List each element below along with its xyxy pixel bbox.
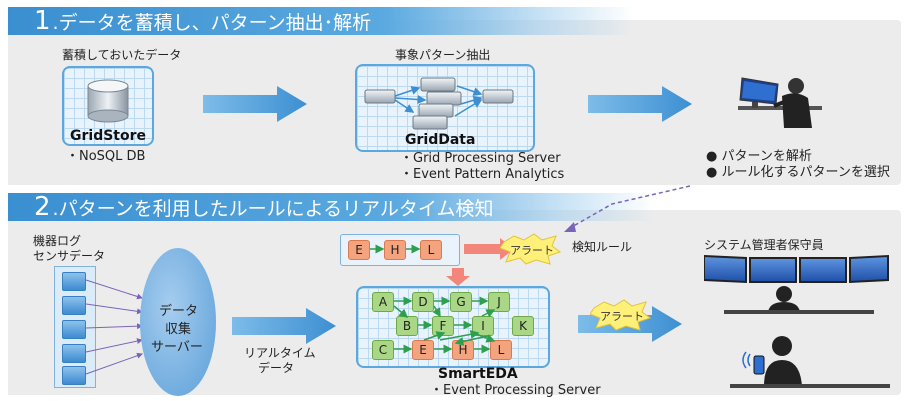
rule-node: L	[420, 240, 442, 260]
sensor-icon	[62, 320, 86, 339]
pattern-extract-label: 事象パターン抽出	[395, 48, 491, 62]
eda-node: F	[432, 316, 454, 336]
eda-node: C	[372, 340, 394, 360]
smarteda-bullet: ・Event Processing Server	[430, 383, 601, 398]
rule-node: H	[384, 240, 406, 260]
analysis-bullet-1: ● パターンを解析	[706, 149, 812, 164]
database-icon	[87, 79, 129, 123]
device-label-line2: センサデータ	[33, 249, 106, 263]
analysis-bullet-2: ● ルール化するパターンを選択	[706, 165, 890, 180]
arrow-store-to-data	[203, 86, 307, 122]
eda-node: D	[412, 292, 434, 312]
sensor-icon	[62, 296, 86, 315]
eda-alert-label: アラート	[600, 310, 644, 323]
section2-title: .パターンを利用したルールによるリアルタイム検知	[52, 198, 494, 220]
collector-line3: サーバー	[151, 340, 203, 355]
sensor-icon	[62, 272, 86, 291]
alert-burst-icon	[590, 299, 652, 331]
admin-label: システム管理者保守員	[704, 238, 824, 252]
griddata-bullet-1: ・Grid Processing Server	[400, 151, 561, 166]
section2-header: 2.パターンを利用したルールによるリアルタイム検知	[8, 193, 654, 221]
collector-line2: 収集	[165, 322, 192, 337]
collector-line1: データ	[159, 304, 199, 319]
collector-server	[140, 248, 216, 396]
analyst-icon	[738, 77, 822, 128]
rule-label: 検知ルール	[572, 240, 633, 254]
section1-title: .データを蓄積し、パターン抽出･解析	[52, 12, 372, 34]
gridstore-bullet: ・NoSQL DB	[66, 149, 146, 164]
eda-node: K	[512, 316, 534, 336]
realtime-line2: データ	[258, 361, 295, 375]
eda-node: H	[452, 340, 474, 360]
eda-node: A	[372, 292, 394, 312]
smarteda-name: SmartEDA	[438, 366, 518, 382]
griddata-box	[355, 64, 535, 152]
monitor-wall-icon	[704, 254, 889, 314]
eda-node: G	[450, 292, 472, 312]
stored-data-label: 蓄積しておいたデータ	[62, 48, 182, 62]
arrow-collector-to-eda	[232, 308, 336, 344]
sensor-icon	[62, 366, 86, 385]
sensor-icon	[62, 344, 86, 363]
section2-number: 2	[34, 192, 51, 222]
eda-node: J	[488, 292, 510, 312]
eda-node: L	[490, 340, 512, 360]
gridstore-box	[62, 66, 154, 146]
eda-node: I	[472, 316, 494, 336]
gridstore-name: GridStore	[70, 128, 147, 144]
section1-header: 1.データを蓄積し、パターン抽出･解析	[8, 7, 634, 35]
eda-node: B	[396, 316, 418, 336]
device-label-line1: 機器ログ	[33, 234, 82, 248]
section1-number: 1	[34, 6, 51, 36]
realtime-line1: リアルタイム	[244, 346, 316, 360]
eda-node: E	[412, 340, 434, 360]
griddata-name: GridData	[405, 132, 476, 148]
pattern-graph-icon	[364, 77, 514, 130]
rule-node: E	[348, 240, 370, 260]
rule-alert-label: アラート	[510, 244, 554, 257]
phone-user-icon	[730, 336, 890, 388]
alert-burst-icon	[500, 233, 562, 265]
arrow-data-to-analyst	[588, 86, 692, 122]
griddata-bullet-2: ・Event Pattern Analytics	[400, 167, 565, 182]
